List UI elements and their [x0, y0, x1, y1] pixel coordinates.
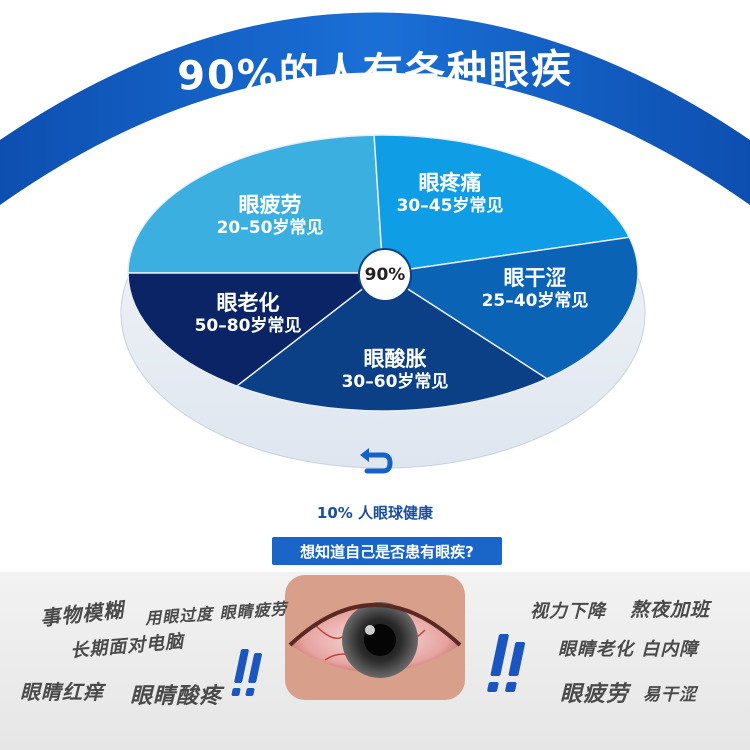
slice-label-aging: 眼老化 50–80岁常见	[168, 290, 328, 338]
symptom-left-4: 眼睛红痒	[20, 680, 104, 704]
symptom-right-3: 眼睛老化 白内障	[558, 639, 699, 660]
healthy-text: 10% 人眼球健康	[316, 504, 434, 522]
title-arc	[0, 12, 750, 205]
return-arrow-icon	[360, 448, 393, 474]
slice-label-soreness: 眼酸胀 30–60岁常见	[315, 346, 475, 394]
slice-name: 眼干涩	[503, 266, 567, 290]
slice-label-fatigue: 眼疲劳 20–50岁常见	[195, 192, 345, 240]
slice-name: 眼酸胀	[363, 347, 427, 371]
slice-age: 20–50岁常见	[216, 218, 324, 239]
slice-age: 25–40岁常见	[481, 291, 589, 312]
symptom-left-5: 眼睛酸疼	[130, 684, 223, 709]
pie-slices	[127, 134, 639, 412]
slice-age: 30–60岁常见	[341, 372, 449, 393]
symptom-right-1: 视力下降	[530, 601, 606, 622]
exclamation-icon	[487, 634, 526, 692]
pie-slice-soreness	[235, 272, 549, 412]
pie-slice-fatigue	[127, 134, 384, 274]
center-badge: 90%	[360, 250, 410, 300]
pie-slice-pain	[373, 134, 631, 274]
slice-label-pain: 眼疼痛 30–45岁常见	[370, 170, 530, 218]
exclamation-icon	[231, 649, 262, 696]
eye-image	[285, 575, 465, 700]
slice-name: 眼老化	[216, 291, 280, 315]
symptom-right-5: 易干涩	[643, 685, 697, 705]
slice-name: 眼疲劳	[238, 193, 302, 217]
slice-label-dryness: 眼干涩 25–40岁常见	[455, 265, 615, 313]
pie-slice-aging	[127, 272, 386, 387]
question-button[interactable]: 想知道自己是否患有眼疾?	[272, 537, 502, 565]
slice-age: 30–45岁常见	[396, 196, 504, 217]
pie-chart	[120, 134, 646, 469]
slice-name: 眼疼痛	[418, 171, 482, 195]
symptom-right-2: 熬夜加班	[630, 599, 711, 621]
slice-age: 50–80岁常见	[194, 316, 302, 337]
symptom-right-4: 眼疲劳	[560, 682, 630, 707]
pie-slice-dryness	[380, 236, 639, 380]
